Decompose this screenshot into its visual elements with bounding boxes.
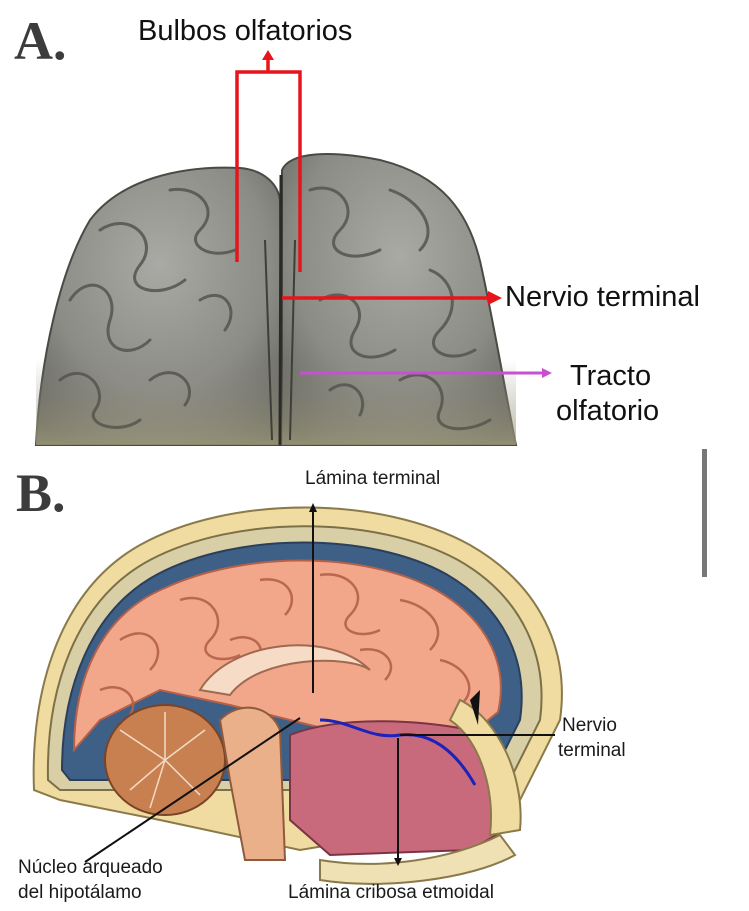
brainstem [220,708,285,860]
label-lamina-terminal: Lámina terminal [305,468,440,490]
label-nervio-terminal-b-1: Nervio [562,715,617,737]
label-nucleo-arqueado-2: del hipotálamo [18,882,142,904]
label-lamina-cribosa: Lámina cribosa etmoidal [288,882,494,904]
label-nervio-terminal-b-2: terminal [558,740,626,762]
label-nucleo-arqueado-1: Núcleo arqueado [18,857,163,879]
